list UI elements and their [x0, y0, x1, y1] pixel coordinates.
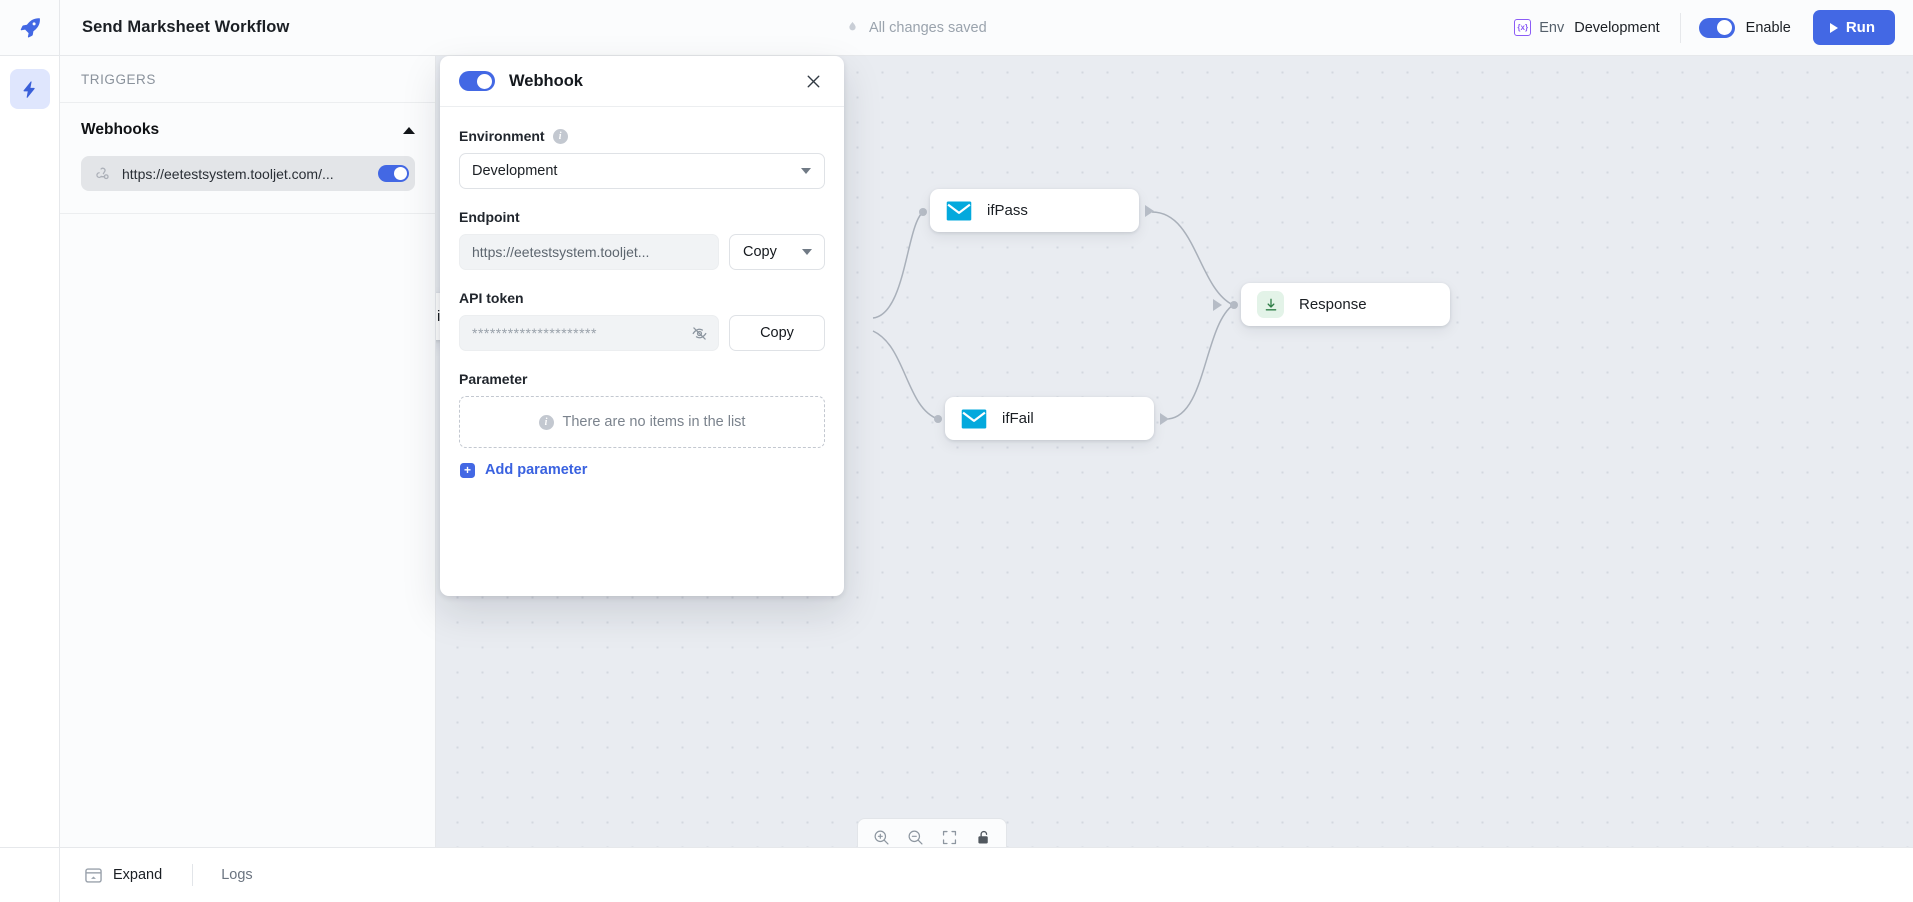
parameter-empty-text: There are no items in the list — [562, 414, 746, 430]
save-status-text: All changes saved — [869, 19, 987, 36]
lightning-bolt-icon — [23, 80, 35, 98]
ifpass-input-port[interactable] — [919, 208, 927, 216]
environment-field-label: Environment i — [459, 128, 825, 144]
api-token-field-label: API token — [459, 290, 825, 306]
left-icon-rail — [0, 56, 60, 902]
save-status: All changes saved — [845, 20, 987, 36]
environment-select-value: Development — [472, 163, 558, 179]
webhooks-section: Webhooks https://eetestsystem.tooljet.co… — [60, 103, 435, 214]
rocket-icon — [20, 17, 40, 37]
api-token-row: ********************* Copy — [459, 315, 825, 351]
play-icon — [1829, 22, 1838, 33]
response-input-arrow — [1213, 299, 1222, 311]
fit-view-button[interactable] — [934, 822, 964, 852]
mail-icon — [946, 200, 972, 221]
webhooks-section-header[interactable]: Webhooks — [81, 121, 415, 139]
webhook-url: https://eetestsystem.tooljet.com/... — [122, 165, 334, 182]
endpoint-copy-label: Copy — [743, 244, 777, 260]
webhook-config-modal: Webhook Environment i Development Endpoi… — [440, 56, 844, 596]
footer-divider — [192, 864, 194, 886]
webhook-icon — [96, 167, 109, 180]
expand-panel-icon — [85, 867, 102, 883]
cloud-saved-icon — [849, 21, 856, 31]
webhook-enable-toggle[interactable] — [459, 71, 495, 91]
modal-title: Webhook — [509, 71, 583, 90]
footer-rail-spacer — [0, 847, 60, 902]
rail-item-triggers[interactable] — [9, 69, 50, 109]
node-ifpass[interactable]: ifPass — [930, 189, 1139, 232]
fit-screen-icon — [942, 830, 956, 844]
top-bar: Send Marksheet Workflow All changes save… — [0, 0, 1913, 56]
plus-square-icon: + — [460, 462, 475, 478]
run-button-label: Run — [1845, 19, 1875, 36]
modal-header: Webhook — [440, 56, 844, 107]
lock-open-icon — [977, 830, 988, 843]
api-token-copy-button[interactable]: Copy — [729, 315, 825, 351]
env-label: Env — [1539, 19, 1565, 36]
webhook-list-item[interactable]: https://eetestsystem.tooljet.com/... — [81, 156, 415, 191]
api-token-label-text: API token — [459, 290, 524, 306]
logs-button[interactable]: Logs — [221, 867, 252, 883]
response-input-port[interactable] — [1230, 301, 1238, 309]
iffail-input-port[interactable] — [934, 415, 942, 423]
zoom-out-icon — [908, 830, 923, 845]
iffail-output-arrow — [1160, 413, 1169, 425]
workflow-edges — [872, 211, 1234, 420]
info-icon[interactable]: i — [552, 128, 568, 144]
node-label: Response — [1299, 296, 1367, 313]
top-bar-actions: {x} Env Development Enable Run — [1514, 0, 1895, 55]
endpoint-value: https://eetestsystem.tooljet... — [472, 244, 650, 260]
triggers-panel: TRIGGERS Webhooks https://eetestsystem.t… — [60, 56, 436, 847]
footer-bar: Expand Logs — [60, 847, 1913, 902]
add-parameter-button[interactable]: + Add parameter — [459, 462, 825, 478]
node-label: ifPass — [987, 202, 1028, 219]
environment-select[interactable]: Development — [459, 153, 825, 189]
endpoint-copy-button[interactable]: Copy — [729, 234, 825, 270]
node-iffail[interactable]: ifFail — [945, 397, 1154, 440]
app-logo[interactable] — [0, 0, 60, 55]
modal-body: Environment i Development Endpoint https… — [440, 107, 844, 478]
expand-label: Expand — [113, 867, 163, 883]
workflow-title: Send Marksheet Workflow — [82, 18, 290, 36]
zoom-out-button[interactable] — [900, 822, 930, 852]
ifpass-output-arrow — [1145, 205, 1154, 217]
endpoint-input[interactable]: https://eetestsystem.tooljet... — [459, 234, 719, 270]
endpoint-label-text: Endpoint — [459, 209, 520, 225]
eye-off-icon[interactable] — [691, 325, 708, 342]
close-modal-button[interactable] — [800, 68, 826, 94]
expand-button[interactable]: Expand — [85, 867, 162, 884]
enable-label: Enable — [1745, 19, 1791, 36]
parameter-label-text: Parameter — [459, 371, 528, 387]
close-icon — [807, 75, 819, 87]
caret-up-icon[interactable] — [403, 126, 415, 134]
zoom-in-icon — [874, 830, 889, 845]
chevron-down-icon — [801, 168, 811, 174]
info-icon: i — [538, 414, 554, 430]
triggers-panel-header: TRIGGERS — [60, 56, 435, 103]
chevron-down-icon[interactable] — [802, 249, 812, 255]
enable-toggle[interactable] — [1698, 17, 1735, 38]
endpoint-row: https://eetestsystem.tooljet... Copy — [459, 234, 825, 270]
webhooks-section-title: Webhooks — [81, 121, 160, 138]
download-icon — [1257, 291, 1284, 318]
parameter-field-label: Parameter — [459, 371, 825, 387]
variable-icon: {x} — [1514, 19, 1532, 36]
enable-control[interactable]: Enable — [1698, 17, 1791, 38]
zoom-in-button[interactable] — [866, 822, 896, 852]
parameter-empty-list: i There are no items in the list — [459, 396, 825, 448]
mail-icon — [961, 408, 987, 429]
webhook-enabled-toggle[interactable] — [378, 165, 409, 182]
environment-selector[interactable]: {x} Env Development — [1514, 12, 1681, 43]
api-token-value: ********************* — [472, 325, 597, 341]
lock-canvas-button[interactable] — [968, 822, 998, 852]
node-response[interactable]: Response — [1241, 283, 1450, 326]
endpoint-field-label: Endpoint — [459, 209, 825, 225]
add-parameter-label: Add parameter — [485, 462, 588, 478]
env-value: Development — [1574, 19, 1660, 36]
environment-label-text: Environment — [459, 128, 545, 144]
api-token-input[interactable]: ********************* — [459, 315, 719, 351]
run-button[interactable]: Run — [1812, 10, 1895, 45]
logs-label: Logs — [221, 867, 253, 883]
node-label: ifFail — [1002, 410, 1034, 427]
